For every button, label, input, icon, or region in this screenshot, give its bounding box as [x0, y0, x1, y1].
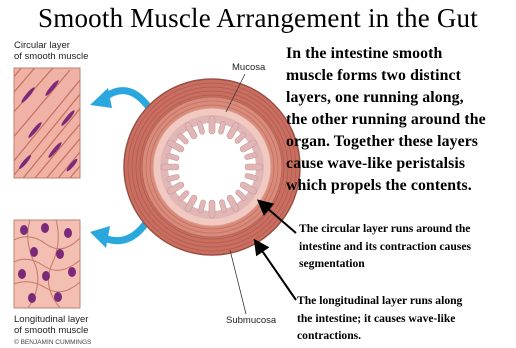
description-line: In the intestine smooth — [286, 43, 516, 65]
description-paragraph: In the intestine smooth muscle forms two… — [286, 43, 516, 197]
description-line: muscle forms two distinct — [286, 65, 516, 87]
blue-arrow-to-circular — [90, 88, 152, 112]
circular-layer-label-line2: of smooth muscle — [14, 51, 88, 62]
longitudinal-layer-label-line2: of smooth muscle — [14, 325, 88, 336]
circular-layer-label: Circular layer of smooth muscle — [14, 40, 88, 62]
description-line: the other running around the — [286, 109, 516, 131]
caption-line: intestine and its contraction causes — [299, 238, 471, 256]
blue-arrow-to-longitudinal — [90, 220, 148, 248]
description-line: cause wave-like peristalsis — [286, 153, 516, 175]
longitudinal-layer-arrow — [256, 242, 296, 300]
longitudinal-muscle-tissue-panel — [14, 220, 80, 308]
longitudinal-layer-caption: The longitudinal layer runs along the in… — [297, 292, 462, 345]
caption-line: The longitudinal layer runs along — [297, 292, 462, 310]
description-line: organ. Together these layers — [286, 131, 516, 153]
caption-line: The circular layer runs around the — [299, 220, 471, 238]
caption-line: segmentation — [299, 255, 471, 273]
submucosa-leader-line — [230, 250, 246, 314]
mucosa-label: Mucosa — [232, 62, 265, 73]
circular-layer-caption: The circular layer runs around the intes… — [299, 220, 471, 273]
description-line: layers, one running along, — [286, 87, 516, 109]
caption-line: the intestine; it causes wave-like — [297, 310, 462, 328]
description-line: which propels the contents. — [286, 175, 516, 197]
circular-muscle-tissue-panel — [0, 45, 100, 190]
caption-line: contractions. — [297, 327, 462, 345]
longitudinal-layer-label: Longitudinal layer of smooth muscle — [14, 314, 88, 336]
longitudinal-layer-label-line1: Longitudinal layer — [14, 314, 88, 325]
submucosa-label: Submucosa — [226, 315, 276, 326]
credit-text: © BENJAMIN CUMMINGS — [14, 337, 91, 348]
gut-cross-section — [124, 79, 300, 255]
circular-layer-label-line1: Circular layer — [14, 40, 88, 51]
